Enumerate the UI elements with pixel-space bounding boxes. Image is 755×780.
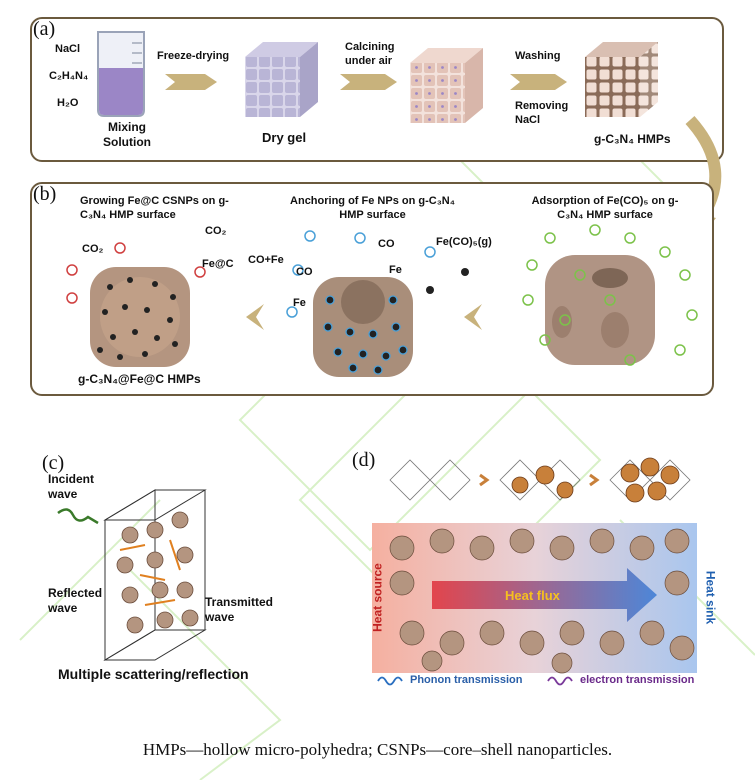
electron-label: electron transmission <box>580 674 695 686</box>
fec-label: Fe@C <box>202 258 234 270</box>
co2-label-top: CO₂ <box>205 225 227 237</box>
co-label-top: CO <box>378 238 395 250</box>
panel-d-label: (d) <box>352 449 376 471</box>
hmp-cube <box>585 42 658 117</box>
heat-source-label: Heat source <box>370 563 385 632</box>
co2-label-left: CO₂ <box>82 243 104 255</box>
washing-label: Washing <box>515 50 561 62</box>
arrow-right-icon <box>165 74 217 90</box>
phonon-label: Phonon transmission <box>410 674 523 686</box>
reagent-c2h4n4: C₂H₄N₄ <box>49 70 89 82</box>
fe-label-right: Fe <box>389 264 402 276</box>
anchoring-polyhedron <box>313 277 413 377</box>
left-chevron-icon <box>246 304 264 330</box>
cofe-label: CO+Fe <box>248 254 284 266</box>
adsorption-polyhedron <box>545 255 655 365</box>
product-polyhedron <box>90 267 190 367</box>
incident-wave-icon <box>57 508 99 525</box>
fe-label-left: Fe <box>293 297 306 309</box>
title-adsorption: Adsorption of Fe(CO)₅ on g-C₃N₄ HMP surf… <box>531 195 679 221</box>
panel-a-label: (a) <box>33 18 56 40</box>
co-label-left: CO <box>296 266 313 278</box>
panel-c-label: (c) <box>42 452 65 474</box>
panel-c-caption: Multiple scattering/reflection <box>58 666 249 682</box>
beaker-icon <box>97 31 145 117</box>
reagent-h2o: H₂O <box>57 97 79 109</box>
arrow-right-icon <box>510 74 567 90</box>
green-ring-icons <box>522 224 698 366</box>
heat-transfer-box <box>372 523 697 674</box>
panel-b-label: (b) <box>33 183 57 205</box>
title-growing: Growing Fe@C CSNPs on g-C₃N₄ HMP surface <box>80 195 229 221</box>
reagent-nacl: NaCl <box>55 43 81 55</box>
dry-gel-cube <box>245 42 318 117</box>
incident-wave-label: Incident wave <box>48 472 95 501</box>
transmitted-wave-label: Transmitted wave <box>205 595 274 624</box>
dry-gel-label: Dry gel <box>262 130 307 145</box>
heat-sink-label: Heat sink <box>703 570 718 625</box>
title-anchoring: Anchoring of Fe NPs on g-C₃N₄ HMP surfac… <box>290 195 455 221</box>
calcined-cube <box>410 48 483 123</box>
molecular-structures <box>389 457 691 503</box>
freeze-drying-label: Freeze-drying <box>157 50 230 62</box>
calcining-label: Calcining under air <box>345 41 395 67</box>
mixing-solution-label: Mixing Solution <box>103 120 151 149</box>
figure-caption: HMPs—hollow micro-polyhedra; CSNPs—core–… <box>142 740 613 759</box>
left-chevron-icon <box>464 304 482 330</box>
heat-flux-label: Heat flux <box>505 588 560 603</box>
feco5-label: Fe(CO)₅(g) <box>436 236 492 248</box>
product-label: g-C₃N₄@Fe@C HMPs <box>78 372 201 386</box>
absorber-slab <box>103 489 207 661</box>
hmps-label: g-C₃N₄ HMPs <box>594 132 671 146</box>
blue-ring-icons <box>286 230 469 318</box>
electron-wave-icon <box>547 676 573 686</box>
red-ring-icons <box>66 242 206 304</box>
arrow-right-icon <box>340 74 397 90</box>
reflected-wave-label: Reflected wave <box>48 586 103 615</box>
removing-nacl-label: Removing NaCl <box>515 100 569 126</box>
phonon-wave-icon <box>377 676 403 686</box>
